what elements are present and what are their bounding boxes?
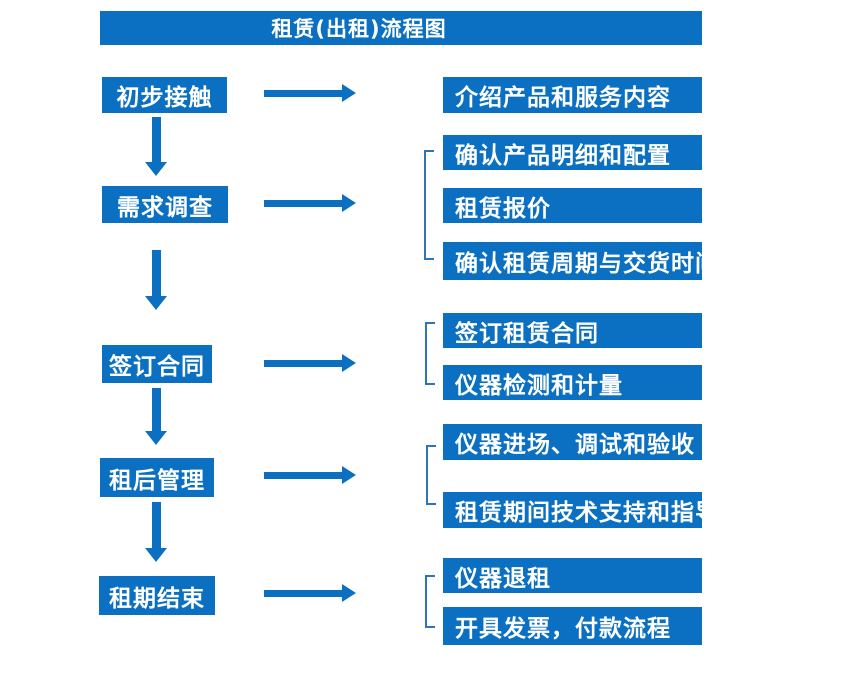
arrow-down-icon bbox=[145, 502, 167, 562]
arrow-shaft bbox=[264, 589, 342, 597]
detail-box-rental-quote: 租赁报价 bbox=[443, 188, 702, 223]
arrow-down-icon bbox=[145, 117, 167, 176]
title-bar: 租赁(出租)流程图 bbox=[100, 11, 702, 45]
bracket-connector bbox=[425, 322, 435, 385]
detail-box-instrument-setup-acceptance: 仪器进场、调试和验收 bbox=[443, 424, 702, 460]
arrow-right-icon bbox=[264, 194, 356, 212]
step-box-initial-contact: 初步接触 bbox=[102, 77, 227, 113]
arrow-head bbox=[342, 194, 356, 212]
arrow-shaft bbox=[264, 359, 342, 367]
arrow-right-icon bbox=[264, 84, 356, 102]
arrow-down-icon bbox=[145, 250, 167, 310]
detail-box-invoice-payment: 开具发票，付款流程 bbox=[443, 607, 702, 645]
arrow-shaft bbox=[152, 250, 161, 296]
bracket-connector bbox=[425, 575, 435, 628]
step-box-post-rental-management: 租后管理 bbox=[100, 458, 214, 497]
arrow-head bbox=[342, 354, 356, 372]
arrow-head bbox=[342, 84, 356, 102]
arrow-shaft bbox=[264, 199, 342, 207]
step-box-demand-survey: 需求调查 bbox=[102, 186, 228, 223]
arrow-shaft bbox=[264, 471, 342, 479]
detail-box-confirm-details-config: 确认产品明细和配置 bbox=[443, 135, 702, 170]
arrow-head bbox=[145, 548, 167, 562]
arrow-head bbox=[342, 466, 356, 484]
arrow-head bbox=[145, 431, 167, 445]
arrow-shaft bbox=[152, 117, 161, 162]
detail-box-instrument-inspection: 仪器检测和计量 bbox=[443, 365, 702, 400]
arrow-head bbox=[342, 584, 356, 602]
arrow-shaft bbox=[264, 89, 342, 97]
detail-box-instrument-return: 仪器退租 bbox=[443, 558, 702, 593]
bracket-connector bbox=[424, 150, 434, 260]
detail-box-intro-products: 介绍产品和服务内容 bbox=[443, 77, 702, 113]
arrow-head bbox=[145, 296, 167, 310]
arrow-shaft bbox=[152, 502, 161, 548]
arrow-right-icon bbox=[264, 584, 356, 602]
arrow-shaft bbox=[152, 388, 161, 431]
detail-box-sign-rental-contract: 签订租赁合同 bbox=[443, 313, 702, 348]
detail-box-rental-tech-support: 租赁期间技术支持和指导 bbox=[443, 492, 718, 528]
arrow-right-icon bbox=[264, 466, 356, 484]
step-box-contract-signing: 签订合同 bbox=[102, 345, 212, 383]
page-title: 租赁(出租)流程图 bbox=[271, 17, 447, 41]
arrow-head bbox=[145, 162, 167, 176]
step-box-rental-end: 租期结束 bbox=[99, 576, 215, 615]
arrow-down-icon bbox=[145, 388, 167, 445]
bracket-connector bbox=[426, 445, 436, 505]
detail-box-confirm-period-delivery: 确认租赁周期与交货时间 bbox=[443, 242, 718, 280]
arrow-right-icon bbox=[264, 354, 356, 372]
